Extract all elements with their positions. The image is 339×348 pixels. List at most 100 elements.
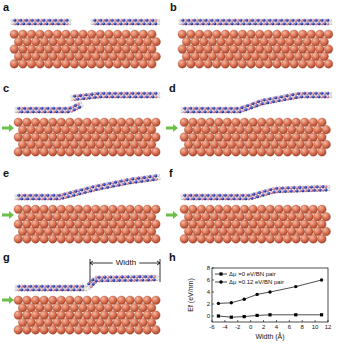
bn-atom: [106, 276, 109, 279]
square-marker: [256, 314, 259, 317]
cu-atom: [83, 326, 92, 335]
bn-atom: [127, 279, 130, 282]
cu-atom: [147, 125, 156, 134]
bn-atom: [46, 197, 49, 200]
bn-atom: [26, 110, 29, 113]
bn-atom: [198, 194, 201, 197]
bn-atom: [20, 194, 23, 197]
bn-atom: [247, 197, 250, 200]
bn-atom: [238, 110, 241, 113]
bn-atom: [212, 107, 215, 110]
bn-atom: [81, 285, 84, 288]
bn-atom: [120, 179, 123, 182]
bn-atom: [93, 92, 96, 95]
bn-atom: [71, 95, 73, 97]
cu-atom: [32, 52, 41, 61]
bn-atom: [43, 194, 46, 197]
legend: Δμ =0 eV/BN pairΔμ =0.12 eV/BN pair: [215, 271, 284, 287]
cu-atom: [74, 296, 83, 305]
cu-atom: [236, 125, 245, 134]
bn-atom: [198, 107, 201, 110]
bn-atom: [218, 107, 221, 110]
bn-atom: [35, 197, 38, 200]
cu-atom: [139, 227, 148, 236]
bn-atom: [32, 110, 35, 113]
bn-atom: [105, 22, 108, 25]
bn-atom: [318, 19, 321, 22]
bn-atom: [233, 194, 236, 197]
bn-atom: [43, 107, 46, 110]
cu-atom: [48, 235, 57, 244]
bn-atom: [151, 92, 154, 95]
series-dmu012-line: [218, 280, 321, 303]
cu-atom: [14, 37, 23, 46]
bn-atom: [137, 180, 140, 183]
bn-atom: [195, 197, 198, 200]
cu-atom: [70, 318, 79, 327]
bn-atom: [134, 177, 137, 180]
cu-atom: [117, 133, 126, 142]
bn-atom: [316, 189, 319, 192]
bn-atom: [326, 19, 329, 22]
cu-atom: [109, 296, 118, 305]
bn-atom: [283, 19, 286, 22]
cu-atom: [36, 140, 45, 149]
bn-atom: [84, 289, 86, 291]
bn-atom: [132, 181, 135, 184]
bn-atom: [309, 92, 312, 95]
cu-atom: [134, 148, 143, 157]
cu-atom: [193, 212, 202, 221]
cu-atom: [79, 60, 88, 69]
cu-atom: [255, 60, 264, 69]
bn-atom: [69, 191, 72, 194]
cu-atom: [100, 220, 109, 229]
bn-atom: [297, 19, 300, 22]
bn-atom: [64, 288, 67, 291]
bn-atom: [41, 110, 44, 113]
bn-atom: [118, 183, 121, 186]
bn-atom: [108, 182, 111, 185]
bn-atom: [97, 95, 100, 98]
bn-atom: [79, 94, 82, 97]
cu-atom: [48, 326, 57, 335]
cu-atom: [14, 133, 23, 142]
bn-atom: [31, 19, 34, 22]
cu-atom: [53, 140, 62, 149]
x-tick-label: 12: [325, 324, 332, 330]
cu-atom: [10, 60, 19, 69]
bn-atom: [32, 194, 35, 197]
bn-atom: [17, 197, 20, 200]
cu-atom: [14, 205, 23, 214]
bn-atom: [293, 186, 296, 189]
bn-atom: [123, 179, 126, 182]
width-bracket: [90, 259, 160, 282]
bn-atom: [181, 194, 183, 196]
bn-atom: [119, 22, 122, 25]
cu-atom: [53, 125, 62, 134]
cu-atom: [18, 212, 27, 221]
bn-atom: [209, 194, 212, 197]
square-marker: [230, 316, 233, 319]
cu-atom: [134, 235, 143, 244]
bn-atom: [130, 275, 133, 278]
bn-atom: [233, 197, 236, 200]
cu-atom: [134, 326, 143, 335]
cu-atom: [298, 45, 307, 54]
bn-atom: [181, 198, 183, 200]
cu-atom: [100, 133, 109, 142]
cu-atom: [298, 60, 307, 69]
bn-atom: [330, 96, 332, 98]
bn-atom: [149, 175, 152, 178]
bn-atom: [38, 107, 41, 110]
bn-atom: [313, 185, 316, 188]
cu-atom: [14, 118, 23, 127]
cu-atom: [290, 45, 299, 54]
cu-atom: [219, 125, 228, 134]
bn-atom: [23, 194, 26, 197]
cu-atom: [243, 52, 252, 61]
bn-atom: [158, 96, 160, 98]
bn-atom: [222, 22, 225, 25]
bn-atom: [88, 287, 90, 289]
x-tick: [289, 320, 290, 322]
x-tick: [276, 320, 277, 322]
